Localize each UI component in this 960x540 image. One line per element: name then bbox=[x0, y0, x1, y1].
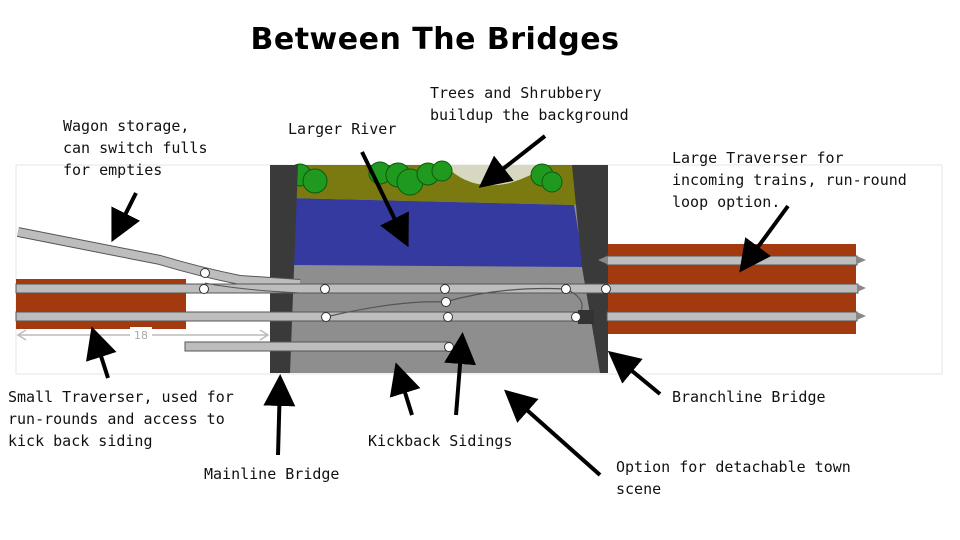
tree bbox=[431, 160, 453, 182]
arrow-kickback-right bbox=[444, 332, 477, 416]
track-end-marker bbox=[857, 312, 866, 320]
label-larger-river: Larger River bbox=[288, 120, 397, 138]
traverser-track-lower bbox=[606, 311, 858, 322]
arrow-branchline-bridge bbox=[607, 350, 662, 396]
dimension-label-bg bbox=[130, 327, 152, 343]
wagon-storage-track-fill bbox=[17, 228, 301, 288]
label-large-traverser: Large Traverser for incoming trains, run… bbox=[672, 149, 907, 211]
main-track bbox=[15, 283, 859, 294]
label-town-scene: Option for detachable town scene bbox=[616, 458, 851, 498]
track-end-marker bbox=[857, 256, 866, 264]
label-mainline-bridge: Mainline Bridge bbox=[204, 465, 340, 483]
buffer-stop bbox=[578, 310, 594, 324]
traverser-track-upper bbox=[606, 255, 858, 266]
label-kickback-sidings: Kickback Sidings bbox=[368, 432, 513, 450]
arrow-large-traverser bbox=[739, 204, 790, 273]
track-end-marker bbox=[598, 256, 607, 264]
annotation-arrows bbox=[86, 134, 790, 477]
tracks bbox=[15, 227, 859, 352]
label-branchline-bridge: Branchline Bridge bbox=[672, 388, 826, 406]
point-marker bbox=[441, 297, 451, 307]
diagram-title: Between The Bridges bbox=[250, 22, 620, 57]
arrow-town-scene bbox=[504, 389, 602, 477]
trees bbox=[288, 160, 563, 196]
track-end-marker bbox=[857, 284, 866, 292]
point-marker bbox=[561, 284, 571, 294]
label-small-traverser: Small Traverser, used for run-rounds and… bbox=[8, 388, 234, 450]
points bbox=[199, 268, 611, 352]
point-marker bbox=[440, 284, 450, 294]
label-wagon-storage: Wagon storage, can switch fulls for empt… bbox=[63, 117, 208, 179]
point-marker bbox=[320, 284, 330, 294]
crossover-curve bbox=[204, 282, 301, 294]
point-marker bbox=[199, 284, 209, 294]
loop-track bbox=[15, 311, 581, 322]
arrow-small-traverser bbox=[86, 326, 117, 379]
crossover-curve bbox=[329, 301, 446, 317]
label-trees: Trees and Shrubbery buildup the backgrou… bbox=[430, 84, 629, 124]
arrow-trees bbox=[478, 134, 547, 188]
point-marker bbox=[443, 312, 453, 322]
arrow-mainline-bridge bbox=[263, 374, 296, 456]
point-marker bbox=[444, 342, 454, 352]
point-marker bbox=[200, 268, 210, 278]
arrow-larger-river bbox=[360, 151, 409, 248]
tree bbox=[541, 171, 563, 193]
branchline-bridge bbox=[572, 165, 608, 373]
river bbox=[288, 198, 584, 267]
crossover-curve bbox=[444, 287, 567, 303]
arrow-kickback-left bbox=[389, 362, 421, 416]
arrow-wagon-storage bbox=[111, 192, 141, 243]
dimension-label: 18 bbox=[134, 329, 148, 342]
tree bbox=[302, 168, 328, 194]
kickback-siding-track bbox=[184, 341, 451, 352]
point-marker bbox=[601, 284, 611, 294]
point-marker bbox=[571, 312, 581, 322]
point-marker bbox=[321, 312, 331, 322]
